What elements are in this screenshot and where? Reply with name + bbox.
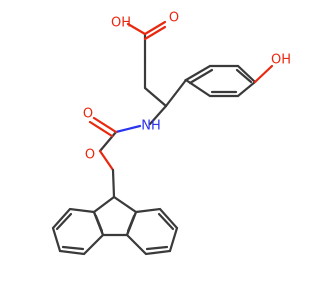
fluorene-right-inner-1 xyxy=(157,212,175,231)
bond-carbonyl-c-down xyxy=(98,130,118,153)
hydroxyphenyl-ring: OH xyxy=(164,53,291,108)
acid-hydroxyl-label: OH xyxy=(111,16,131,31)
bond-ring-to-phenol-oh xyxy=(253,64,274,84)
carboxylic-acid-group: OH O xyxy=(111,11,179,90)
carbamate-ester-oxygen-label: O xyxy=(85,148,95,163)
fluorene-left-ring xyxy=(51,207,105,256)
phenol-ring-inner-2 xyxy=(235,68,253,84)
acid-carbonyl-oxygen-label: O xyxy=(169,11,179,26)
fluorene-left-inner-2 xyxy=(61,245,85,251)
fluorene-left-inner-1 xyxy=(55,212,73,231)
fluorenyl-group xyxy=(51,195,179,256)
bond-carbamate-co-a xyxy=(92,116,118,134)
molecule-drawing: OH O OH NH O O xyxy=(51,11,291,256)
bond-ch2-to-fluorenyl xyxy=(111,168,116,199)
bond-ch-to-nh xyxy=(148,104,168,126)
fluorene-left-inner-3 xyxy=(94,214,104,233)
fluorene-right-ring xyxy=(125,207,179,256)
bond-carbonyl-a xyxy=(143,20,167,36)
fluorene-right-inner-2 xyxy=(145,245,169,251)
fluorene-right-inner-3 xyxy=(126,214,136,233)
fluorene-five-ring xyxy=(92,195,138,237)
bond-ch-to-ring xyxy=(164,78,188,108)
amine-nh-label: NH xyxy=(141,119,161,134)
phenol-ring-inner-1 xyxy=(188,68,214,85)
phenol-hydroxyl-label: OH xyxy=(271,53,291,68)
carbamate-group: NH O O xyxy=(83,104,168,199)
bond-ester-o-to-ch2 xyxy=(98,149,115,172)
bond-carbamate-co-b xyxy=(88,120,114,138)
bond-ch2-to-ch xyxy=(143,86,168,108)
structure-canvas: OH O OH NH O O xyxy=(51,10,292,256)
carbamate-carbonyl-oxygen-label: O xyxy=(83,107,93,122)
bond-cooh-c-to-oh xyxy=(126,22,147,36)
bond-carbonyl-b xyxy=(143,25,167,41)
bond-nh-to-carbonyl-c xyxy=(114,124,142,134)
backbone xyxy=(143,86,168,108)
